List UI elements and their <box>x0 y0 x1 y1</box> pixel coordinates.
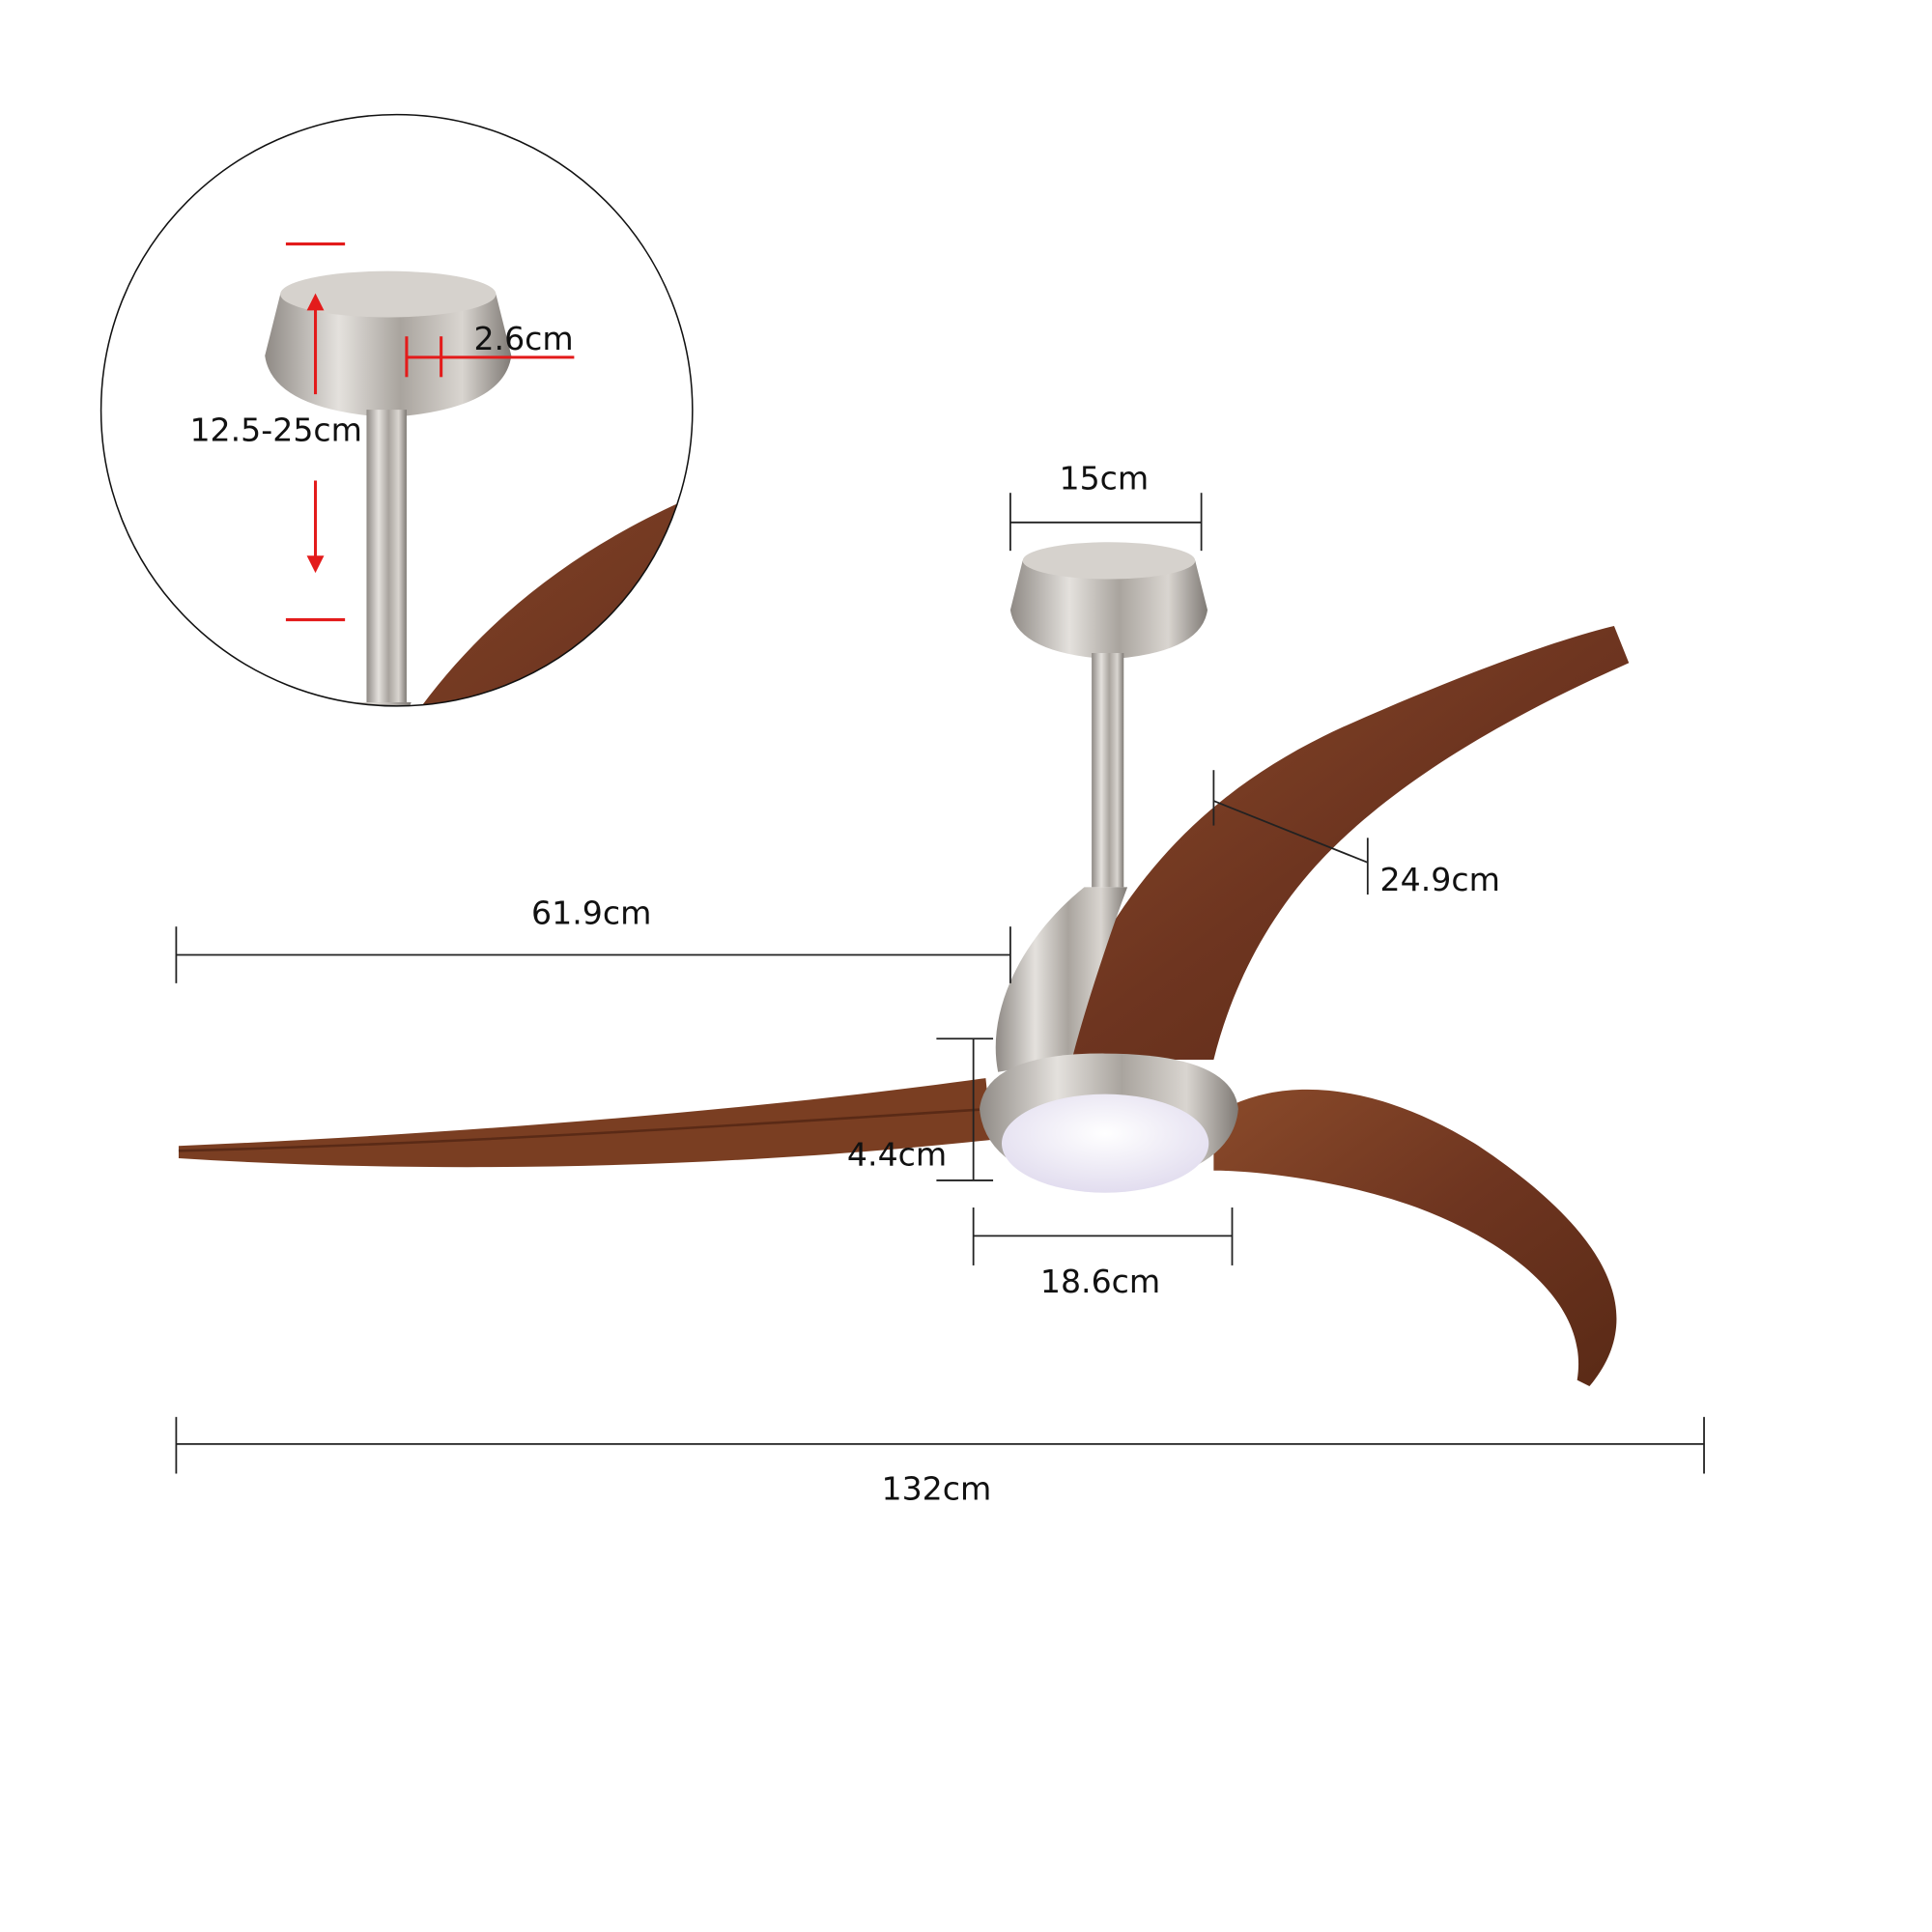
downrod-length-label: 12.5-25cm <box>189 412 362 449</box>
overall-span-dimension: 132cm <box>175 1416 1705 1507</box>
overall-span-label: 132cm <box>881 1469 991 1507</box>
inset-circle-border <box>99 113 694 707</box>
downrod-length-dimension: 12.5-25cm <box>189 242 362 622</box>
downrod-diameter-dimension: 2.6cm <box>405 320 575 378</box>
motor-height-label: 4.4cm <box>847 1136 947 1174</box>
downrod-detail-inset: 12.5-25cm 2.6cm <box>99 113 694 707</box>
blade-width-label: 24.9cm <box>1380 861 1500 898</box>
canopy-width-label: 15cm <box>1059 459 1149 497</box>
motor-height-dimension: 4.4cm <box>847 1037 994 1181</box>
blade-width-dimension: 24.9cm <box>1212 770 1500 898</box>
blade-length-dimension: 61.9cm <box>175 895 1011 983</box>
blade-length-label: 61.9cm <box>531 895 651 932</box>
motor-diameter-dimension: 18.6cm <box>972 1208 1234 1300</box>
downrod-diameter-label: 2.6cm <box>473 320 573 357</box>
canopy-width-dimension: 15cm <box>1009 459 1203 552</box>
motor-diameter-label: 18.6cm <box>1040 1263 1160 1300</box>
